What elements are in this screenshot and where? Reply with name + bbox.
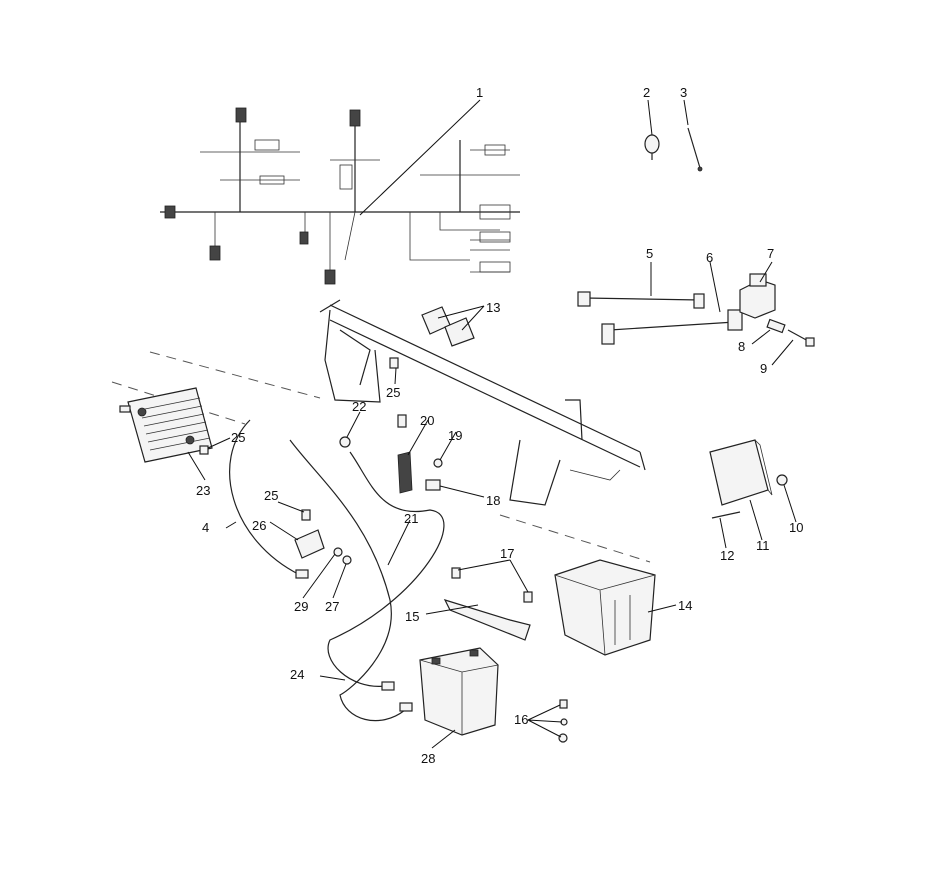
part-11-module [709,439,773,506]
part-27-nut [342,555,352,565]
callout-7: 7 [767,246,774,261]
part-3-wire [687,127,703,172]
part-16-bolt [559,699,568,709]
callout-28: 28 [421,751,435,766]
part-13-relays [421,306,475,347]
callout-17: 17 [500,546,514,561]
part-2-connector [644,134,660,160]
part-24-cable [289,439,406,722]
part-29-washer [333,547,343,557]
part-7-solenoid [739,273,776,319]
callout-14: 14 [678,598,692,613]
callout-9: 9 [760,361,767,376]
part-4-cable [229,419,301,576]
part-10-nut [776,474,788,486]
callout-20: 20 [420,413,434,428]
callout-2: 2 [643,85,650,100]
callout-25-lower: 25 [264,488,278,503]
callout-19: 19 [448,428,462,443]
part-15-hold-down [443,599,531,641]
part-6-cable [601,309,743,345]
part-17-bolt-b [523,591,533,603]
callout-11: 11 [756,538,770,553]
part-25-screw-lower [301,509,311,521]
callout-27: 27 [325,599,339,614]
part-8-spacer [766,318,786,334]
part-14-battery-box [554,559,656,656]
callout-3: 3 [680,85,687,100]
callout-1: 1 [476,85,483,100]
part-23-rectifier [119,387,213,463]
part-5-cable [577,291,705,309]
callout-29: 29 [294,599,308,614]
frame-rail [319,299,646,506]
part-9-bolt [787,329,815,347]
part-25-screw-right [199,445,209,455]
callout-24: 24 [290,667,304,682]
wiring-harness [160,107,520,285]
callout-12: 12 [720,548,734,563]
dashed-line-c [499,514,651,563]
cable-terminal-a [295,569,309,579]
part-20-fuse-block [397,451,413,494]
part-26-bracket [294,529,325,559]
dashed-line-b [149,351,321,399]
callout-25-upper: 25 [386,385,400,400]
callout-labels: 1 2 3 4 5 6 7 8 9 10 11 12 13 14 15 16 1… [196,85,803,766]
part-28-battery [419,647,499,736]
part-25-screw-upper [389,357,399,369]
part-18-fitting [425,479,441,491]
callout-4: 4 [202,520,209,535]
part-22-nut [339,436,351,448]
part-16-nut [558,733,568,743]
callout-22: 22 [352,399,366,414]
leader-lines [187,99,797,749]
part-19-washer [433,458,443,468]
callout-16: 16 [514,712,528,727]
callout-15: 15 [405,609,419,624]
callout-5: 5 [646,246,653,261]
cable-terminal-c [381,681,395,691]
part-bolt-upper [397,414,407,428]
callout-8: 8 [738,339,745,354]
callout-10: 10 [789,520,803,535]
cable-terminal-b [399,702,413,712]
callout-25-right: 25 [231,430,245,445]
part-21-cable [327,451,445,687]
callout-6: 6 [706,250,713,265]
callout-18: 18 [486,493,500,508]
part-17-bolt-a [451,567,461,579]
callout-26: 26 [252,518,266,533]
callout-13: 13 [486,300,500,315]
part-12-bolt [711,511,741,519]
callout-21: 21 [404,511,418,526]
callout-23: 23 [196,483,210,498]
